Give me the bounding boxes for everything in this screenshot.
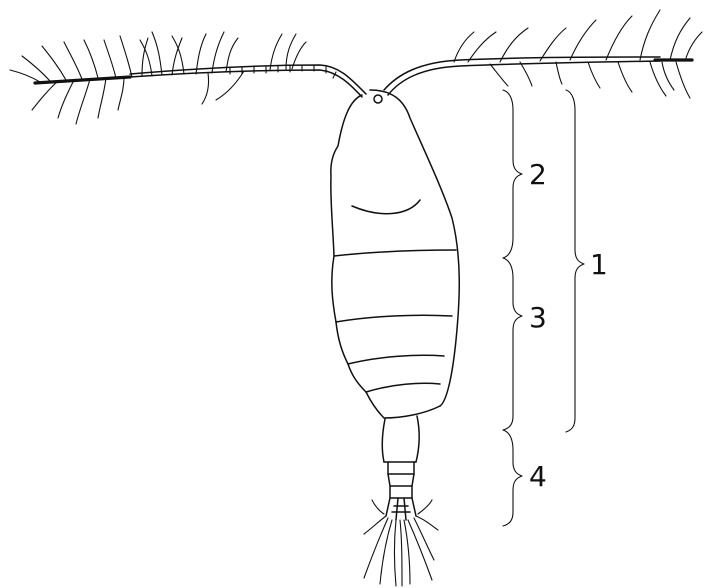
urosome [382, 416, 419, 520]
right-antenna-setae [454, 10, 702, 98]
bracket-label-4: 4 [529, 460, 547, 493]
prosome [331, 90, 459, 418]
bracket-label-1: 1 [590, 248, 608, 281]
left-antenna [10, 32, 366, 124]
right-antenna [384, 10, 702, 98]
bracket-label-3: 3 [529, 301, 547, 334]
bracket-2: 2 [503, 90, 547, 258]
left-antenna-setae [10, 32, 306, 124]
caudal-setae [364, 500, 438, 586]
bracket-4: 4 [503, 430, 547, 526]
eye-icon [374, 95, 382, 103]
bracket-label-2: 2 [529, 158, 547, 191]
bracket-3: 3 [503, 258, 547, 430]
bracket-1: 1 [566, 90, 608, 432]
